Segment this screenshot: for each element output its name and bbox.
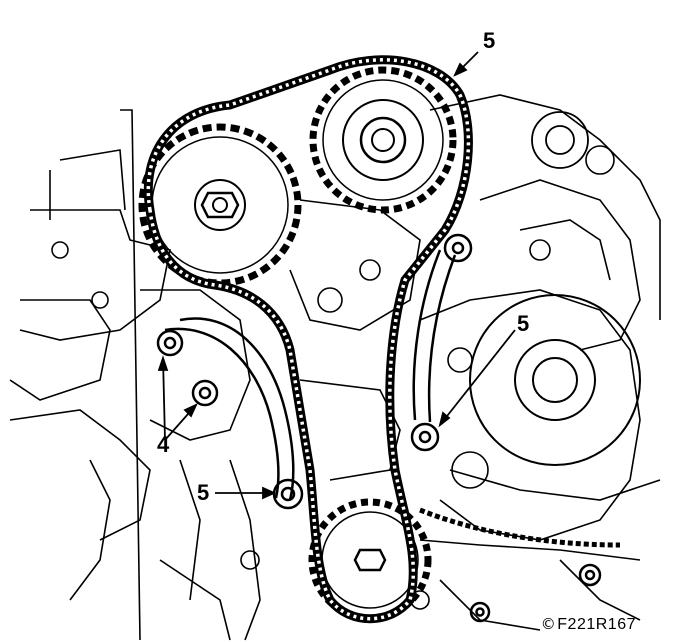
upper-right-housing	[531, 111, 589, 169]
oil-pump-chain	[419, 507, 621, 548]
callout-4-tensioner: 4	[157, 432, 170, 457]
chain-fixed-guide	[412, 249, 457, 423]
callout-leaders	[157, 51, 516, 500]
callout-5-right: 5	[517, 311, 530, 336]
figure-code: F221R167	[557, 616, 636, 633]
bolt-tensioner-upper	[156, 329, 184, 357]
bolt-oil-pump	[469, 563, 602, 623]
timing-chain	[143, 55, 473, 624]
engine-block-outline	[9, 94, 661, 641]
bolt-tensioner-lower	[191, 379, 219, 407]
callout-5-left-lower: 5	[197, 480, 210, 505]
chain-tensioner-guide	[164, 317, 295, 501]
bolt-guide-lower-right	[410, 422, 440, 452]
copyright-logo-icon: ©	[540, 615, 557, 633]
callout-5-top-right: 5	[483, 28, 496, 53]
bolt-guide-upper-right	[443, 233, 473, 263]
right-camshaft-sprocket	[309, 66, 457, 214]
figure-reference-code: ©F221R167	[541, 615, 636, 634]
bolt-guide-lower-left	[272, 478, 304, 510]
water-pump-pulley	[469, 294, 641, 466]
